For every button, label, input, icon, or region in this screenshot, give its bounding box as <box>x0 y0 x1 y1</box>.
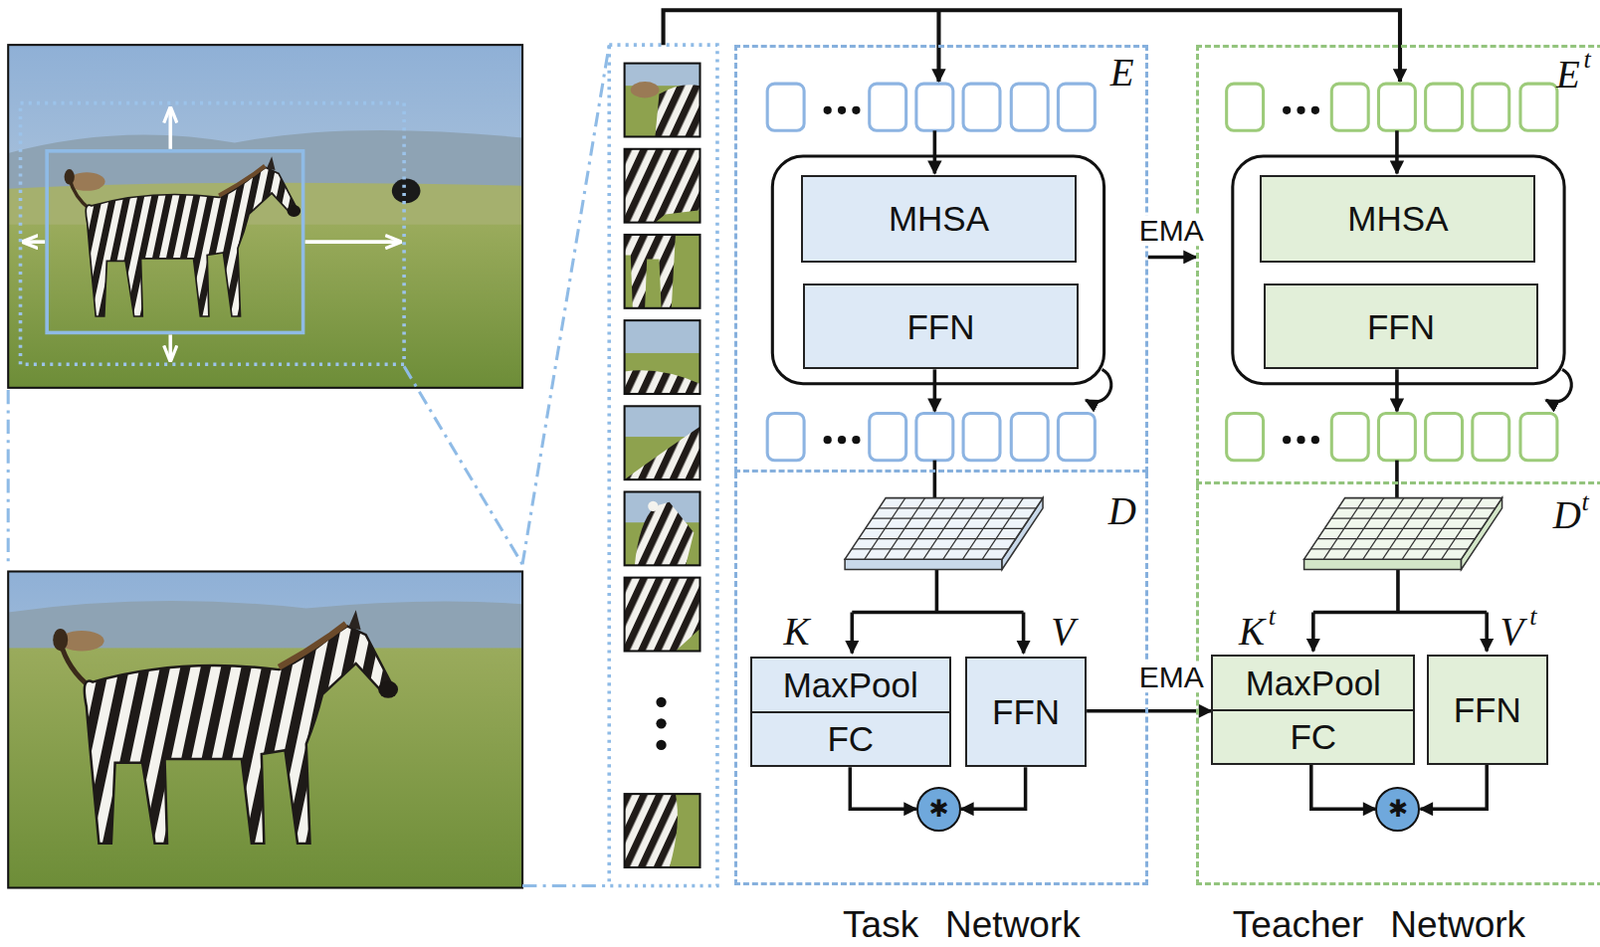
superscript: t <box>1584 46 1592 73</box>
value-ffn-box: FFN <box>1426 654 1549 766</box>
key-branch-box: MaxPoolFC <box>750 656 952 768</box>
box-label: FFN <box>992 694 1060 730</box>
stack-cell: FC <box>752 711 950 766</box>
ffn-box: FFN <box>1263 283 1540 370</box>
box-label: MHSA <box>1347 200 1448 236</box>
stack-cell: MaxPool <box>1212 656 1413 709</box>
edge-label: EMA <box>1136 214 1207 247</box>
encoder-region: E MHSA FFN <box>734 44 1148 473</box>
connector-arrow <box>961 767 1026 809</box>
teacher-encoder-region: EtMHSA FFN <box>1196 44 1600 485</box>
leader-lines <box>7 44 609 886</box>
region-letter: D <box>1553 495 1582 535</box>
box-label: FFN <box>1367 309 1435 345</box>
box-label: FFN <box>1453 692 1522 728</box>
box-label: MaxPool <box>1245 665 1382 701</box>
region-letter: E <box>1110 52 1135 92</box>
value-label: V <box>1500 611 1525 651</box>
token-row <box>767 83 1558 461</box>
box-label: FFN <box>906 309 975 345</box>
operator-symbol: ✱ <box>928 797 949 821</box>
ffn-box: FFN <box>802 283 1079 370</box>
box-label: MHSA <box>888 200 990 236</box>
teacher-decoder-region: DtMaxPoolFC FFN ✱ <box>1196 484 1600 886</box>
superscript: t <box>1529 603 1537 630</box>
connector-arrow <box>849 767 917 809</box>
box-label: MaxPool <box>783 667 919 703</box>
connector-arrow <box>1420 765 1488 809</box>
operator-symbol: ✱ <box>1388 797 1408 821</box>
network-caption: Teacher Network <box>1232 906 1526 944</box>
attention-box: MHSA <box>1259 175 1536 262</box>
box-label: FC <box>826 721 874 757</box>
photo-top <box>7 44 523 389</box>
key-label: K <box>1238 611 1265 651</box>
key-label: K <box>784 611 810 651</box>
conv-operator: ✱ <box>916 787 962 832</box>
value-ffn-box: FFN <box>965 656 1087 768</box>
connector-arrow <box>1086 709 1211 714</box>
superscript: t <box>1268 603 1276 630</box>
box-label: FC <box>1289 719 1337 755</box>
stack-cell: MaxPool <box>752 658 950 711</box>
flow-arrows <box>851 130 1487 653</box>
connector-arrow <box>1148 255 1197 260</box>
region-letter: D <box>1108 491 1137 531</box>
encoder-block <box>772 156 1572 402</box>
patch-column <box>608 44 718 886</box>
connector-arrow <box>1311 765 1377 809</box>
feature-grid <box>844 498 1502 571</box>
edge-label: EMA <box>1136 661 1207 694</box>
conv-operator: ✱ <box>1375 787 1420 832</box>
value-label: V <box>1050 611 1075 651</box>
superscript: t <box>1582 489 1590 516</box>
attention-box: MHSA <box>800 175 1077 262</box>
decoder-region: D MaxPoolFC FFN ✱ <box>734 472 1148 886</box>
region-letter: E <box>1556 54 1581 94</box>
network-caption: Task Network <box>842 906 1081 944</box>
stack-cell: FC <box>1212 709 1413 764</box>
key-branch-box: MaxPoolFC <box>1210 654 1415 766</box>
photo-bottom <box>7 571 523 888</box>
